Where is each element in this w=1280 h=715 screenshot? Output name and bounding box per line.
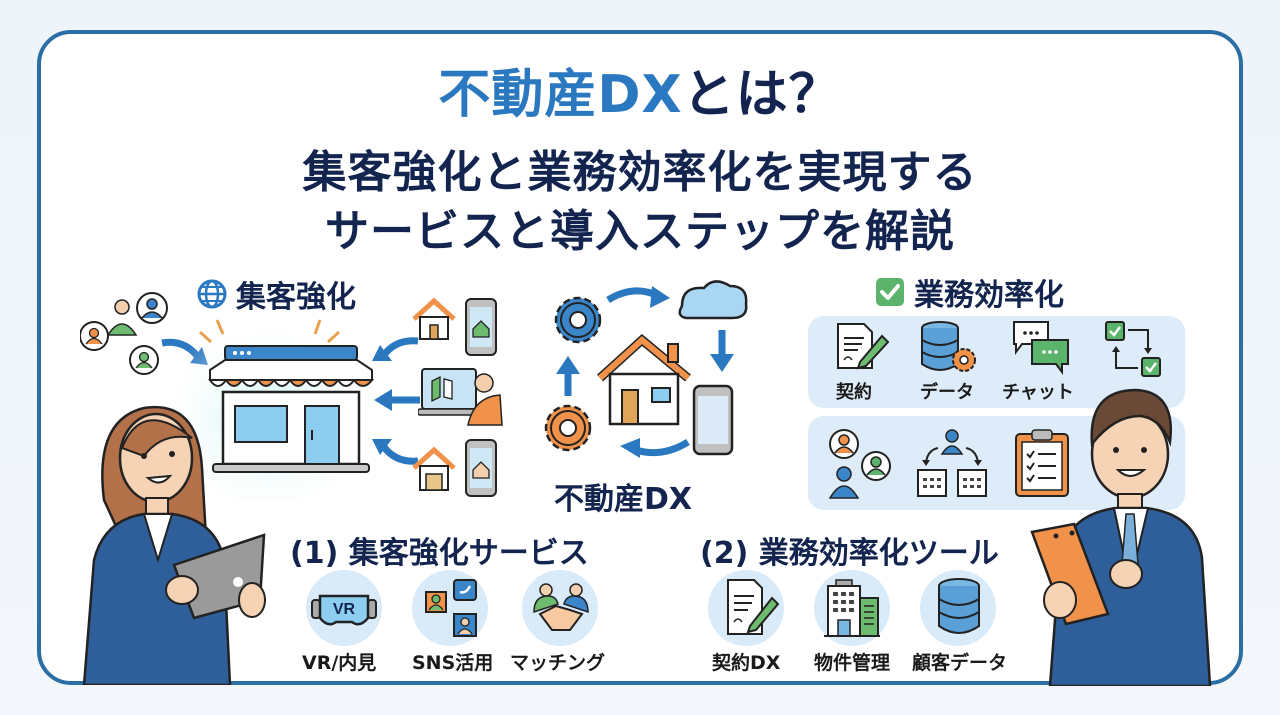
page-title: 不動産DXとは？: [0, 52, 1280, 127]
checkbox-icon: [874, 276, 906, 308]
title-accent: 不動産DX: [438, 65, 683, 125]
globe-icon: [196, 278, 228, 310]
customers-icon: [80, 290, 180, 380]
tools-heading: (2) 業務効率化ツール: [700, 536, 999, 571]
contract-pen-icon: [834, 322, 890, 370]
title-rest: とは？: [682, 65, 842, 125]
attract-heading-label: 集客強化: [236, 280, 356, 315]
tool-label: 顧客データ: [912, 652, 1008, 674]
arrow-from-laptop-icon: [372, 389, 422, 411]
workflow-checks-icon: [1104, 320, 1166, 378]
user-chat-icon: [828, 428, 894, 500]
businessman-illustration: [1030, 384, 1230, 686]
efficiency-heading: 業務効率化: [874, 270, 1064, 314]
house-phone-2-icon: [410, 438, 500, 500]
svg-text:VR: VR: [333, 601, 356, 618]
efficiency-item-label: チャット: [1002, 382, 1074, 403]
efficiency-item-label: 契約: [836, 382, 872, 403]
subtitle-line-1: 集客強化と業務効率化を実現する: [302, 147, 978, 198]
org-chart-icon: [916, 428, 988, 498]
database-icon: [936, 578, 982, 636]
database-gear-icon: [920, 320, 980, 376]
subtitle-line-2: サービスと導入ステップを解説: [325, 206, 955, 257]
vr-headset-icon: VR: [310, 590, 378, 630]
efficiency-heading-label: 業務効率化: [914, 278, 1064, 313]
gear-icon: [554, 296, 602, 344]
gear-icon: [544, 404, 592, 452]
service-label: SNS活用: [412, 652, 494, 674]
building-icon: [822, 578, 882, 638]
attract-heading: 集客強化: [196, 272, 356, 316]
center-dx-label: 不動産DX: [554, 482, 693, 517]
sns-icon: [424, 578, 480, 640]
tool-label: 契約DX: [712, 652, 781, 674]
store-icon: [165, 310, 375, 500]
house-phone-icon: [410, 297, 500, 359]
arrow-from-phone-icon: [368, 435, 420, 465]
contract-pen-icon: [724, 578, 780, 636]
handshake-icon: [530, 582, 592, 636]
service-label: VR/内見: [302, 652, 377, 674]
arrow-from-house-icon: [368, 335, 420, 365]
virtual-tour-laptop-icon: [418, 365, 504, 427]
tool-label: 物件管理: [814, 652, 891, 674]
chat-bubbles-icon: [1012, 320, 1072, 376]
businesswoman-illustration: [74, 390, 274, 685]
service-label: マッチング: [510, 652, 606, 674]
services-heading: (1) 集客強化サービス: [290, 536, 589, 571]
efficiency-item-label: データ: [920, 382, 974, 403]
clipboard-checklist-icon: [1014, 426, 1070, 498]
dx-cycle-diagram: [540, 278, 750, 468]
